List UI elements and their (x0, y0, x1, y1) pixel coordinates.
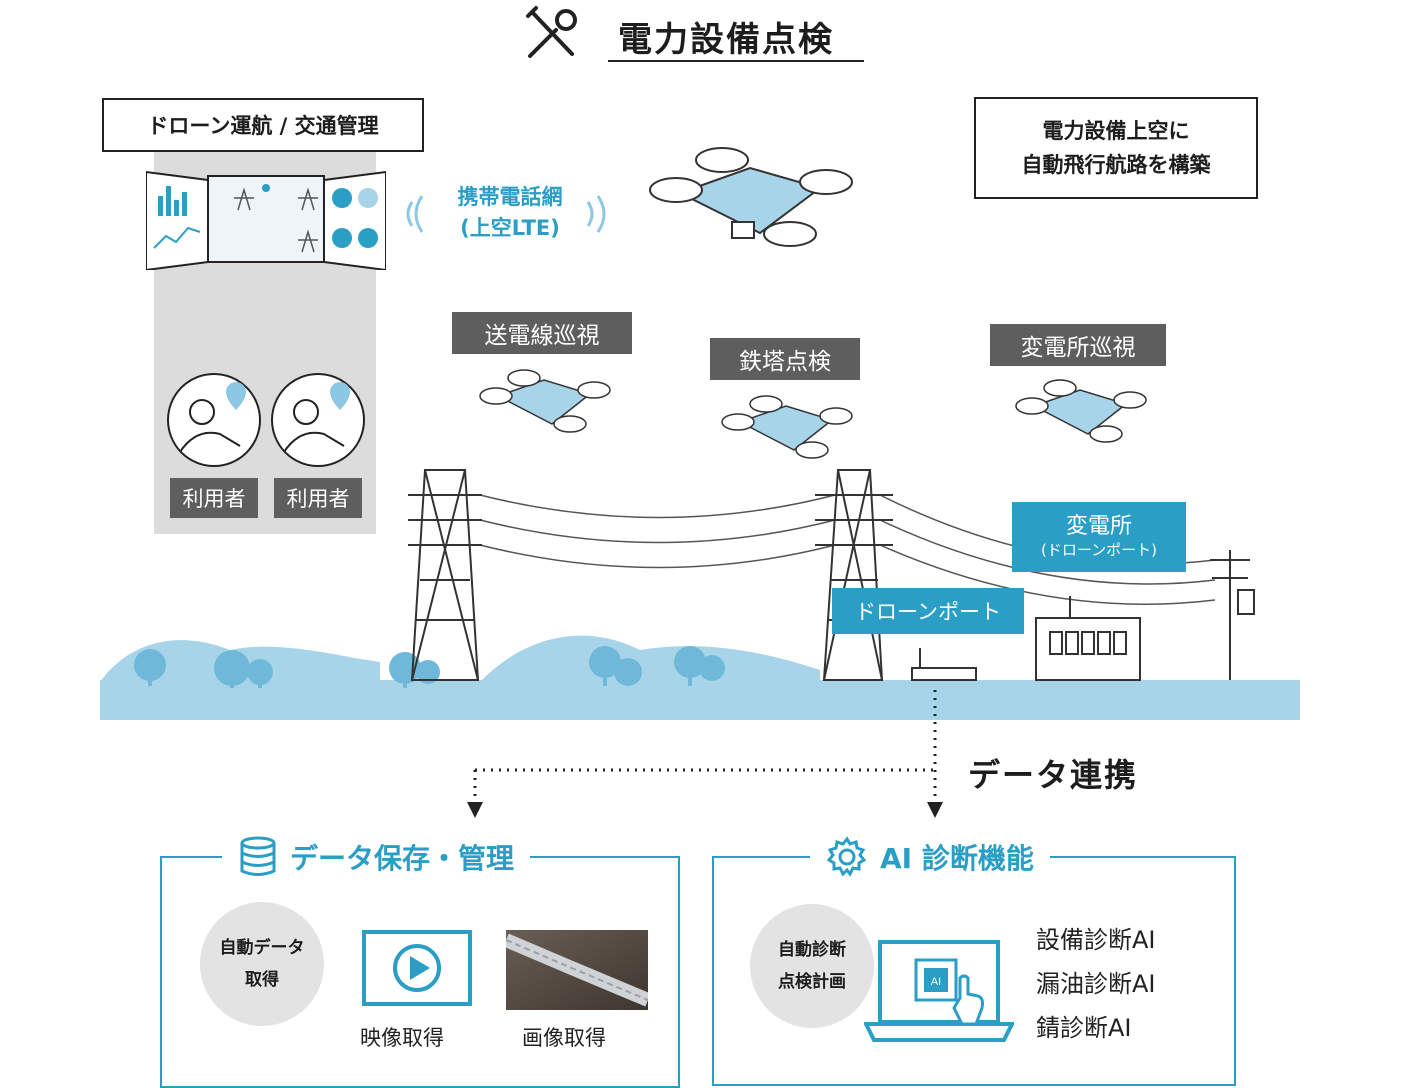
video-caption: 映像取得 (360, 1026, 444, 1050)
tag-line-patrol: 送電線巡視 (452, 312, 632, 354)
page-title-area: 電力設備点検 (520, 0, 870, 70)
substation-label: 変電所 (ドローンポート) (1012, 502, 1186, 572)
substation-title: 変電所 (1065, 514, 1132, 539)
gear-icon (826, 836, 867, 877)
signal-waves (406, 195, 606, 233)
drone-icon-substation (1015, 379, 1147, 443)
user-label-2: 利用者 (274, 478, 362, 518)
auto-route-line-1: 電力設備上空に (1042, 119, 1190, 143)
network-line-1: 携帯電話網 (457, 185, 563, 209)
laptop-ai-icon: AI (864, 940, 1014, 1042)
ground (100, 680, 1300, 720)
ai-item-equipment: 設備診断AI (1036, 926, 1156, 954)
user-label-1: 利用者 (170, 478, 258, 518)
user-icon-2 (271, 373, 365, 467)
drone-ops-label: ドローン運航 / 交通管理 (102, 98, 424, 152)
ai-heading: AI 診断機能 (810, 832, 1050, 882)
title-underline (608, 60, 864, 62)
auto-plan-line-2: 点検計画 (778, 972, 846, 992)
storage-heading: データ保存・管理 (222, 832, 531, 882)
drone-icon-line (479, 369, 611, 433)
tools-icon (526, 6, 577, 58)
steel-tower-right (815, 469, 893, 681)
ai-title: AI 診断機能 (880, 842, 1034, 875)
monitor-dashboard-icon (146, 170, 386, 270)
auto-data-line-1: 自動データ (219, 938, 305, 958)
auto-route-label: 電力設備上空に 自動飛行航路を構築 (974, 97, 1258, 199)
drone-icon-tower (721, 395, 853, 459)
tag-substation-patrol: 変電所巡視 (990, 324, 1166, 366)
ai-item-oil-leak: 漏油診断AI (1036, 970, 1156, 998)
database-icon (240, 836, 276, 876)
svg-text:AI: AI (931, 976, 941, 988)
data-link-dotted-lines (473, 690, 937, 800)
video-play-icon (362, 930, 472, 1006)
ai-function-list: 設備診断AI 漏油診断AI 錆診断AI (1036, 918, 1156, 1050)
tag-tower-inspection: 鉄塔点検 (710, 338, 860, 380)
substation-subtitle: (ドローンポート) (1041, 541, 1157, 559)
network-line-2: (上空LTE) (460, 216, 560, 240)
image-caption: 画像取得 (522, 1026, 606, 1050)
page-title: 電力設備点検 (618, 20, 834, 60)
auto-data-circle: 自動データ 取得 (200, 902, 324, 1026)
storage-section: データ保存・管理 自動データ 取得 映像取得 画像取得 (160, 832, 680, 1088)
user-icon-1 (167, 373, 261, 467)
drone-port-label: ドローンポート (832, 588, 1024, 634)
steel-tower-left (408, 469, 482, 681)
storage-title: データ保存・管理 (290, 842, 515, 875)
auto-data-line-2: 取得 (245, 970, 279, 990)
auto-plan-circle: 自動診断 点検計画 (750, 904, 874, 1028)
cable-photo (506, 930, 648, 1010)
utility-pole (1210, 550, 1255, 680)
auto-plan-line-1: 自動診断 (778, 940, 846, 960)
ai-section: AI 診断機能 自動診断 点検計画 AI 設備診断AI 漏油診断AI 錆診断AI (712, 832, 1236, 1086)
drone-port-pad (911, 648, 977, 681)
drone-icon-large (649, 147, 853, 247)
substation-building (1035, 596, 1141, 681)
network-label: 携帯電話網 (上空LTE) (440, 182, 580, 244)
ai-item-rust: 錆診断AI (1036, 1014, 1132, 1042)
data-link-label: データ連携 (968, 756, 1139, 794)
auto-route-line-2: 自動飛行航路を構築 (1021, 153, 1211, 177)
